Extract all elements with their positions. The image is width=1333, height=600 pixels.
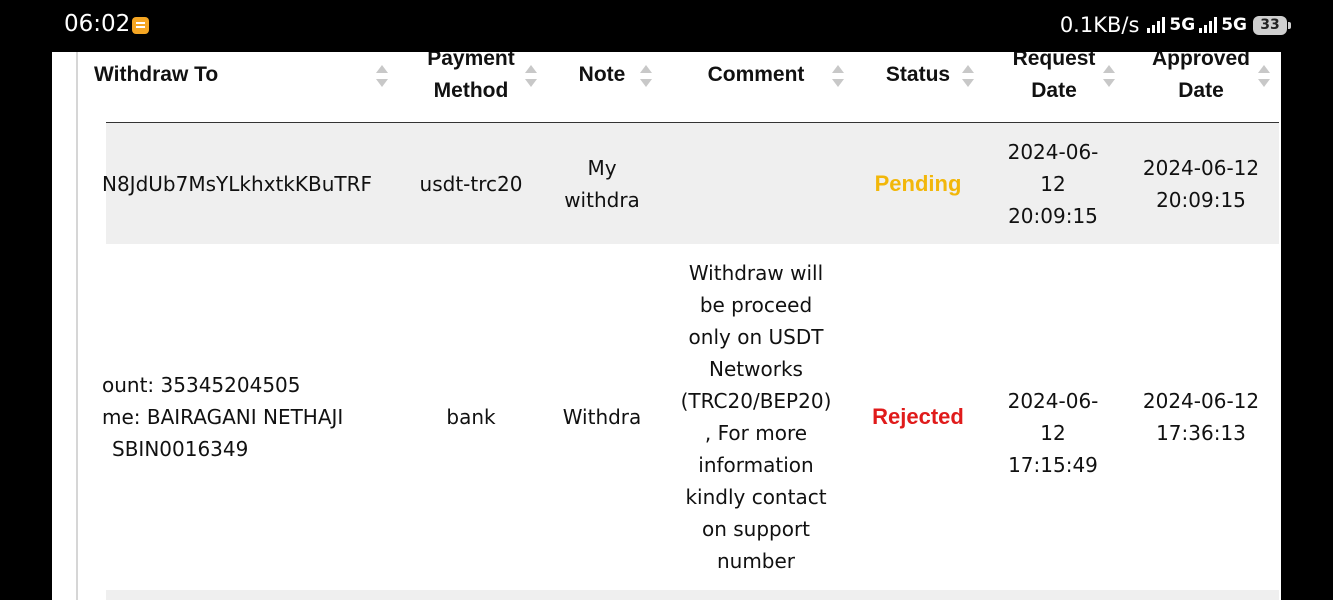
signal-icon <box>1199 17 1218 33</box>
cell-status: Rejected <box>868 401 968 433</box>
header-payment-method[interactable]: Payment Method <box>427 52 515 102</box>
notification-icon <box>132 17 149 34</box>
header-note[interactable]: Note <box>578 63 626 86</box>
header-divider <box>106 122 1279 123</box>
status-badge: Pending <box>874 171 962 196</box>
cell-approved-date: 2024-06-12 20:09:15 <box>1142 156 1260 212</box>
cell-withdraw-to: ount: 35345204505 me: BAIRAGANI NETHAJI … <box>102 373 344 461</box>
cell-status: Pending <box>868 168 968 200</box>
header-comment[interactable]: Comment <box>707 63 805 86</box>
table-row <box>106 123 1279 244</box>
cell-withdraw-to: N8JdUb7MsYLkhxtkKBuTRF <box>102 172 373 196</box>
cell-approved-date: 2024-06-12 17:36:13 <box>1142 389 1260 445</box>
header-approved-date[interactable]: Approved Date <box>1151 52 1250 102</box>
header-withdraw-to[interactable]: Withdraw To <box>94 63 219 86</box>
cell-note: My withdra <box>564 156 640 212</box>
sort-icon[interactable] <box>962 65 974 87</box>
status-badge: Rejected <box>872 404 964 429</box>
cell-request-date: 2024-06- 12 20:09:15 <box>1007 140 1099 228</box>
header-status[interactable]: Status <box>885 63 951 86</box>
cell-request-date: 2024-06- 12 17:15:49 <box>1007 389 1099 477</box>
network-type-sim1: 5G <box>1169 15 1196 35</box>
network-speed: 0.1KB/s <box>1059 13 1140 37</box>
cell-payment-method: bank <box>446 405 496 429</box>
sort-icon[interactable] <box>1258 65 1270 87</box>
network-type-sim2: 5G <box>1221 15 1247 35</box>
page-content: Withdraw To Payment Method Note Comment … <box>52 52 1281 600</box>
cell-payment-method: usdt-trc20 <box>419 172 523 196</box>
status-bar: 06:02 0.1KB/s 5G 5G 33 <box>52 0 1291 52</box>
sort-icon[interactable] <box>640 65 652 87</box>
cell-comment: Withdraw will be proceed only on USDT Ne… <box>680 261 832 573</box>
battery-icon: 33 <box>1253 15 1291 35</box>
table-row <box>106 590 1279 600</box>
clock: 06:02 <box>64 11 131 37</box>
sort-icon[interactable] <box>1103 65 1115 87</box>
cell-note: Withdra <box>562 405 642 429</box>
signal-icon <box>1147 17 1166 33</box>
sort-icon[interactable] <box>832 65 844 87</box>
sort-icon[interactable] <box>525 65 537 87</box>
sort-icon[interactable] <box>376 65 388 87</box>
header-request-date[interactable]: Request Date <box>1012 52 1096 102</box>
status-icons: 0.1KB/s 5G 5G 33 <box>1059 13 1291 37</box>
